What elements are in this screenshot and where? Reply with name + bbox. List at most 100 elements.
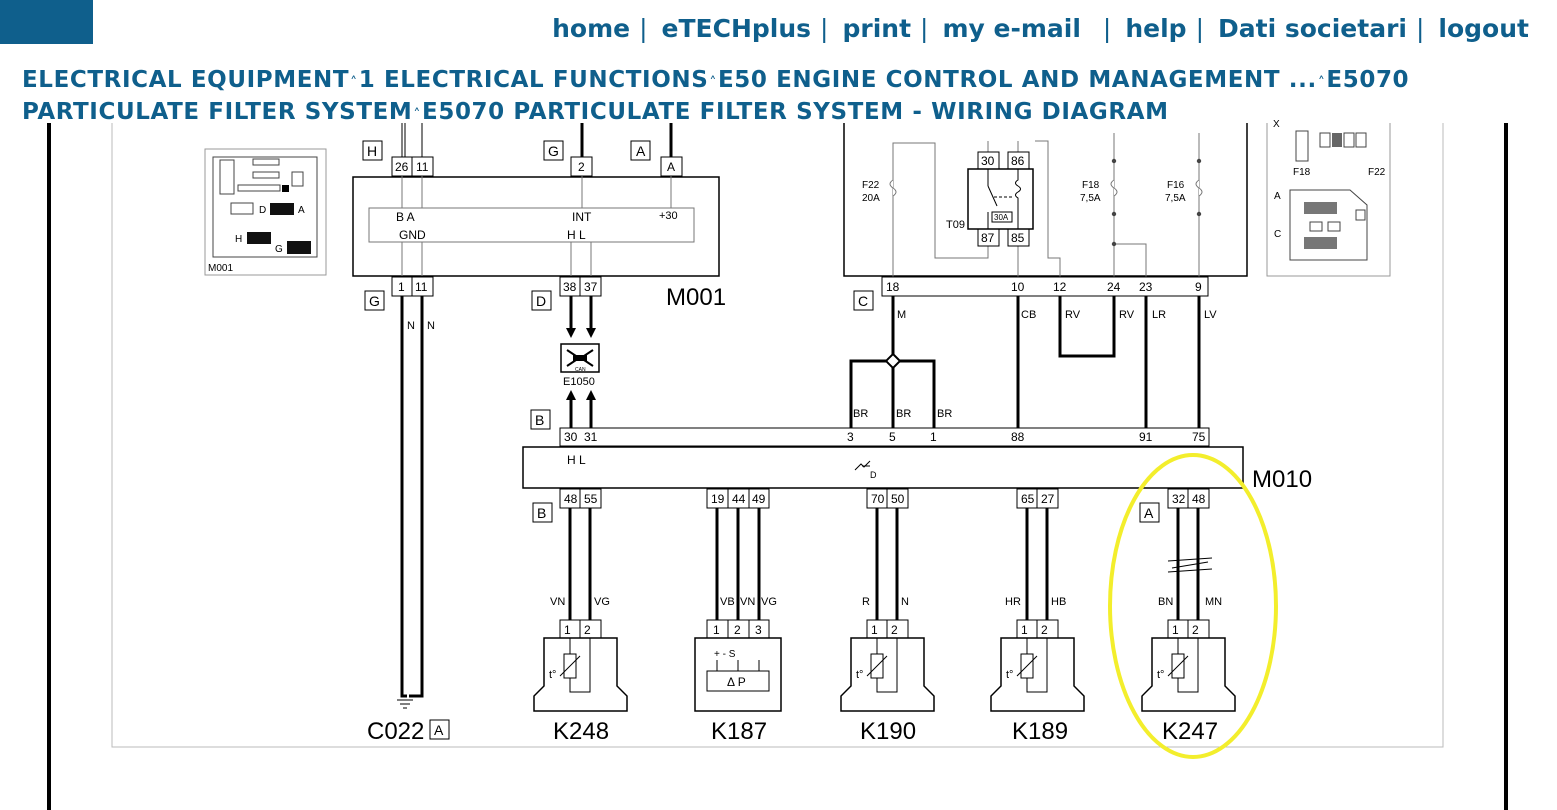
m010-pin-48: 48 [564, 492, 578, 506]
pin-1: 1 [398, 280, 405, 294]
can-label: CAN [575, 367, 586, 373]
breadcrumb-separator-icon: ˄ [413, 107, 422, 123]
nav-home[interactable]: home [552, 14, 631, 43]
thumb-label-a2: A [1274, 191, 1281, 202]
fuse-f18-rating: 7,5A [1080, 193, 1101, 204]
breadcrumb-item[interactable]: E50 ENGINE CONTROL AND MANAGEMENT ... [717, 67, 1317, 93]
fuse-relay-box[interactable] [843, 123, 1248, 277]
k187-pin-3: 3 [755, 623, 762, 637]
wire-n: N [901, 596, 909, 608]
connector-g2: G [369, 293, 380, 309]
thumb-label-h: H [235, 234, 242, 245]
pin-9: 9 [1195, 280, 1202, 294]
nav-help[interactable]: help [1125, 14, 1187, 43]
thumb-label-g: G [275, 244, 283, 255]
c-to-m010-wires [849, 296, 1201, 428]
pin-38: 38 [563, 280, 577, 294]
m010-pin-44: 44 [732, 492, 746, 506]
breadcrumb-item[interactable]: E5070 PARTICULATE FILTER SYSTEM [22, 67, 1410, 125]
pin-2: 2 [578, 160, 585, 174]
m010-pin-19: 19 [711, 492, 725, 506]
m001-module[interactable]: B A GND INT H L +30 M001 [352, 176, 726, 311]
k247-temp-label: t° [1157, 669, 1164, 681]
k187-sensor[interactable]: + - S Δ P [694, 619, 782, 712]
connector-a3: A [434, 722, 444, 738]
m010-label: M010 [1252, 466, 1312, 493]
m010-pin-50: 50 [891, 492, 905, 506]
thumb-label-x: X [1273, 119, 1280, 130]
nav-print[interactable]: print [842, 14, 912, 43]
connector-b2: B [537, 505, 546, 521]
wire-vn: VN [550, 596, 565, 608]
wire-br1: BR [853, 408, 868, 420]
e1050-can-node[interactable]: CAN E1050 [560, 343, 600, 388]
thumb-f22-label: F22 [1368, 167, 1386, 178]
k190-label: K190 [860, 718, 916, 745]
k248-label: K248 [553, 718, 609, 745]
k187-dp-label: Δ P [727, 675, 746, 689]
thumb-m001-label: M001 [208, 263, 233, 274]
nav-logout[interactable]: logout [1438, 14, 1529, 43]
m010-pin-32: 32 [1172, 492, 1186, 506]
k247-highlight-circle [1108, 453, 1278, 759]
k187-pin-1: 1 [713, 623, 720, 637]
breadcrumb: ELECTRICAL EQUIPMENT˄1 ELECTRICAL FUNCTI… [22, 66, 1472, 130]
k190-pin-2: 2 [891, 623, 898, 637]
m010-pin-27: 27 [1041, 492, 1055, 506]
wire-cb: CB [1021, 309, 1036, 321]
fuse-symbols [889, 179, 1203, 197]
fuse-f16-rating: 7,5A [1165, 193, 1186, 204]
wire-r: R [862, 596, 870, 608]
wire-bn: BN [1158, 596, 1173, 608]
k248-temp-label: t° [549, 669, 556, 681]
pin-10: 10 [1011, 280, 1025, 294]
breadcrumb-item[interactable]: ELECTRICAL EQUIPMENT [22, 67, 350, 93]
thumb-f18-label: F18 [1293, 167, 1311, 178]
k189-pin-1: 1 [1021, 623, 1028, 637]
connector-c: C [858, 293, 868, 309]
k189-label: K189 [1012, 718, 1068, 745]
nav-my-email[interactable]: my e-mail [942, 14, 1081, 43]
m010-pin-55: 55 [584, 492, 598, 506]
m001-plus30-label: +30 [659, 210, 678, 222]
m001-int-label: INT [572, 210, 592, 224]
thumb-label-d: D [259, 205, 266, 216]
wire-mn: MN [1205, 596, 1222, 608]
m001-top-wires [401, 123, 673, 276]
injector-icon [854, 460, 871, 471]
m010-module[interactable]: H L D [522, 446, 1244, 489]
pin-37: 37 [584, 280, 598, 294]
m010-pin-31: 31 [584, 430, 598, 444]
fuse-f18-label: F18 [1082, 180, 1100, 191]
k189-temp-label: t° [1006, 669, 1013, 681]
wire-vb: VB [720, 596, 735, 608]
m010-pin-30: 30 [564, 430, 578, 444]
wire-n2: N [427, 320, 435, 332]
relay-pin-30: 30 [981, 154, 995, 168]
m001-connector-thumbnail: D A H G M001 [204, 148, 327, 276]
wire-br3: BR [937, 408, 952, 420]
thumb-label-c: C [1274, 229, 1281, 240]
wire-br2: BR [896, 408, 911, 420]
m010-pin-1: 1 [930, 430, 937, 444]
m010-pin-65: 65 [1021, 492, 1035, 506]
nav-dati-societari[interactable]: Dati societari [1218, 14, 1407, 43]
k187-pin-2: 2 [734, 623, 741, 637]
m001-label: M001 [666, 284, 726, 311]
wire-vg2: VG [761, 596, 777, 608]
nav-etechplus[interactable]: eTECHplus [661, 14, 812, 43]
m010-d-label: D [870, 470, 877, 480]
breadcrumb-item[interactable]: 1 ELECTRICAL FUNCTIONS [358, 67, 709, 93]
twisted-pair-icon [1167, 557, 1213, 573]
logo[interactable] [0, 0, 93, 44]
m001-hl-label: H L [567, 228, 586, 242]
connector-c-strip [881, 276, 1209, 297]
m010-hl-label: H L [567, 453, 586, 467]
wire-m: M [897, 309, 906, 321]
breadcrumb-separator-icon: ˄ [350, 75, 358, 91]
